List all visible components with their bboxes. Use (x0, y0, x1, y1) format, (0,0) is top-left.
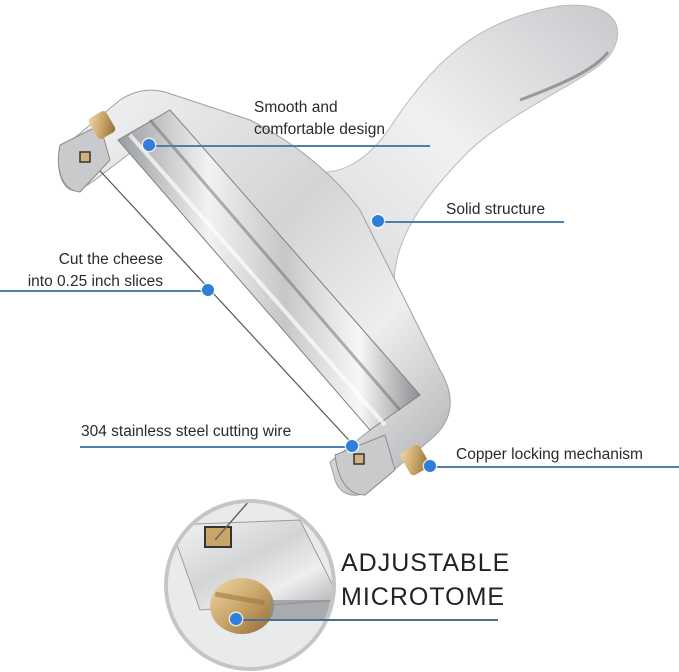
brass-knob-bottom (400, 444, 430, 476)
callout-dot-smooth (143, 139, 155, 151)
callout-line-solid (378, 221, 564, 223)
callout-text-line: Cut the cheese (58, 251, 163, 268)
detail-callout-line (236, 619, 498, 621)
slicer-frame (57, 89, 451, 496)
callout-text-line: Solid structure (446, 201, 546, 218)
detail-title-line: ADJUSTABLE (341, 549, 511, 577)
callout-copper-lock: Copper locking mechanism (456, 444, 643, 466)
callout-dot-cut (202, 284, 214, 296)
callout-text-line: comfortable design (254, 121, 385, 138)
callout-text-line: into 0.25 inch slices (27, 273, 163, 290)
callout-text-line: 304 stainless steel cutting wire (81, 423, 292, 440)
callout-cutting-wire: 304 stainless steel cutting wire (81, 421, 291, 443)
callout-line-cut (0, 290, 208, 292)
callout-dot-wire (346, 440, 358, 452)
brass-knob-top (88, 111, 116, 139)
callout-line-copper (430, 466, 679, 468)
callout-cut-cheese: Cut the cheese into 0.25 inch slices (5, 249, 163, 293)
callout-line-wire (80, 446, 352, 448)
callout-line-smooth (150, 145, 430, 147)
callout-text-line: Smooth and (254, 99, 338, 116)
callout-smooth-design: Smooth and comfortable design (254, 97, 385, 141)
callout-dot-solid (372, 215, 384, 227)
callout-dot-copper (424, 460, 436, 472)
detail-zoom-circle (164, 499, 336, 671)
callout-solid-structure: Solid structure (446, 199, 545, 221)
detail-title: ADJUSTABLE MICROTOME (341, 546, 510, 614)
detail-title-line: MICROTOME (341, 583, 506, 611)
detail-callout-dot (230, 613, 242, 625)
cutting-wire (89, 159, 359, 451)
callout-text-line: Copper locking mechanism (456, 446, 643, 463)
